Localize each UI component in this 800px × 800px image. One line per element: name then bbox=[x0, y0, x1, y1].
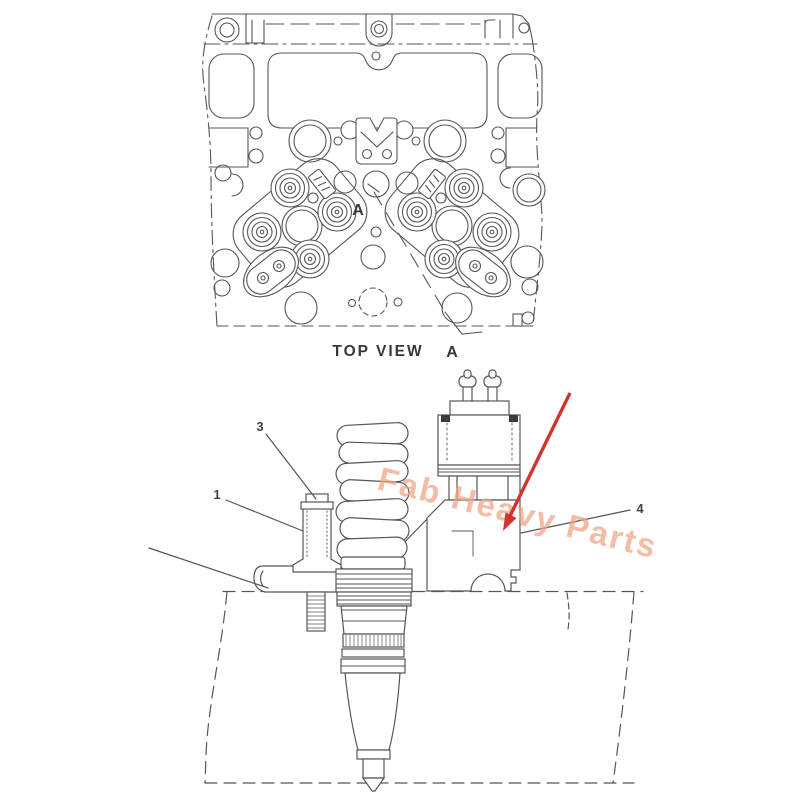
section-line-a-a bbox=[367, 183, 483, 335]
rocker-cluster-left bbox=[232, 158, 368, 308]
head-outline-left bbox=[202, 15, 218, 327]
injector-spring bbox=[335, 422, 410, 570]
cylinder-head-section-outline bbox=[204, 590, 644, 784]
injector-flange bbox=[335, 568, 413, 607]
section-view-drawing: 3 1 4 bbox=[148, 369, 644, 792]
callout-4-label: 4 bbox=[636, 501, 644, 516]
leader-line-left bbox=[148, 547, 269, 589]
section-letter-a-upper: A bbox=[352, 202, 364, 219]
injector-body bbox=[426, 499, 521, 592]
clamp-bolt bbox=[292, 493, 342, 632]
section-letter-a-lower: A bbox=[446, 344, 458, 361]
top-view-drawing: A A TOP VIEW bbox=[202, 13, 546, 361]
top-view-caption: TOP VIEW bbox=[332, 343, 423, 360]
highlight-arrow bbox=[503, 392, 572, 531]
rocker-cluster-right bbox=[384, 158, 521, 308]
callout-1-label: 1 bbox=[213, 487, 220, 502]
callout-3-label: 3 bbox=[256, 419, 263, 434]
gasket-outline bbox=[267, 52, 488, 129]
head-outline-top bbox=[211, 13, 533, 39]
leader-line-4 bbox=[520, 509, 631, 534]
leader-line-1 bbox=[225, 499, 304, 532]
leader-line-3 bbox=[265, 433, 317, 500]
injector-solenoid bbox=[437, 369, 521, 501]
center-bracket bbox=[355, 117, 398, 165]
injector-nozzle-assembly bbox=[340, 605, 408, 792]
